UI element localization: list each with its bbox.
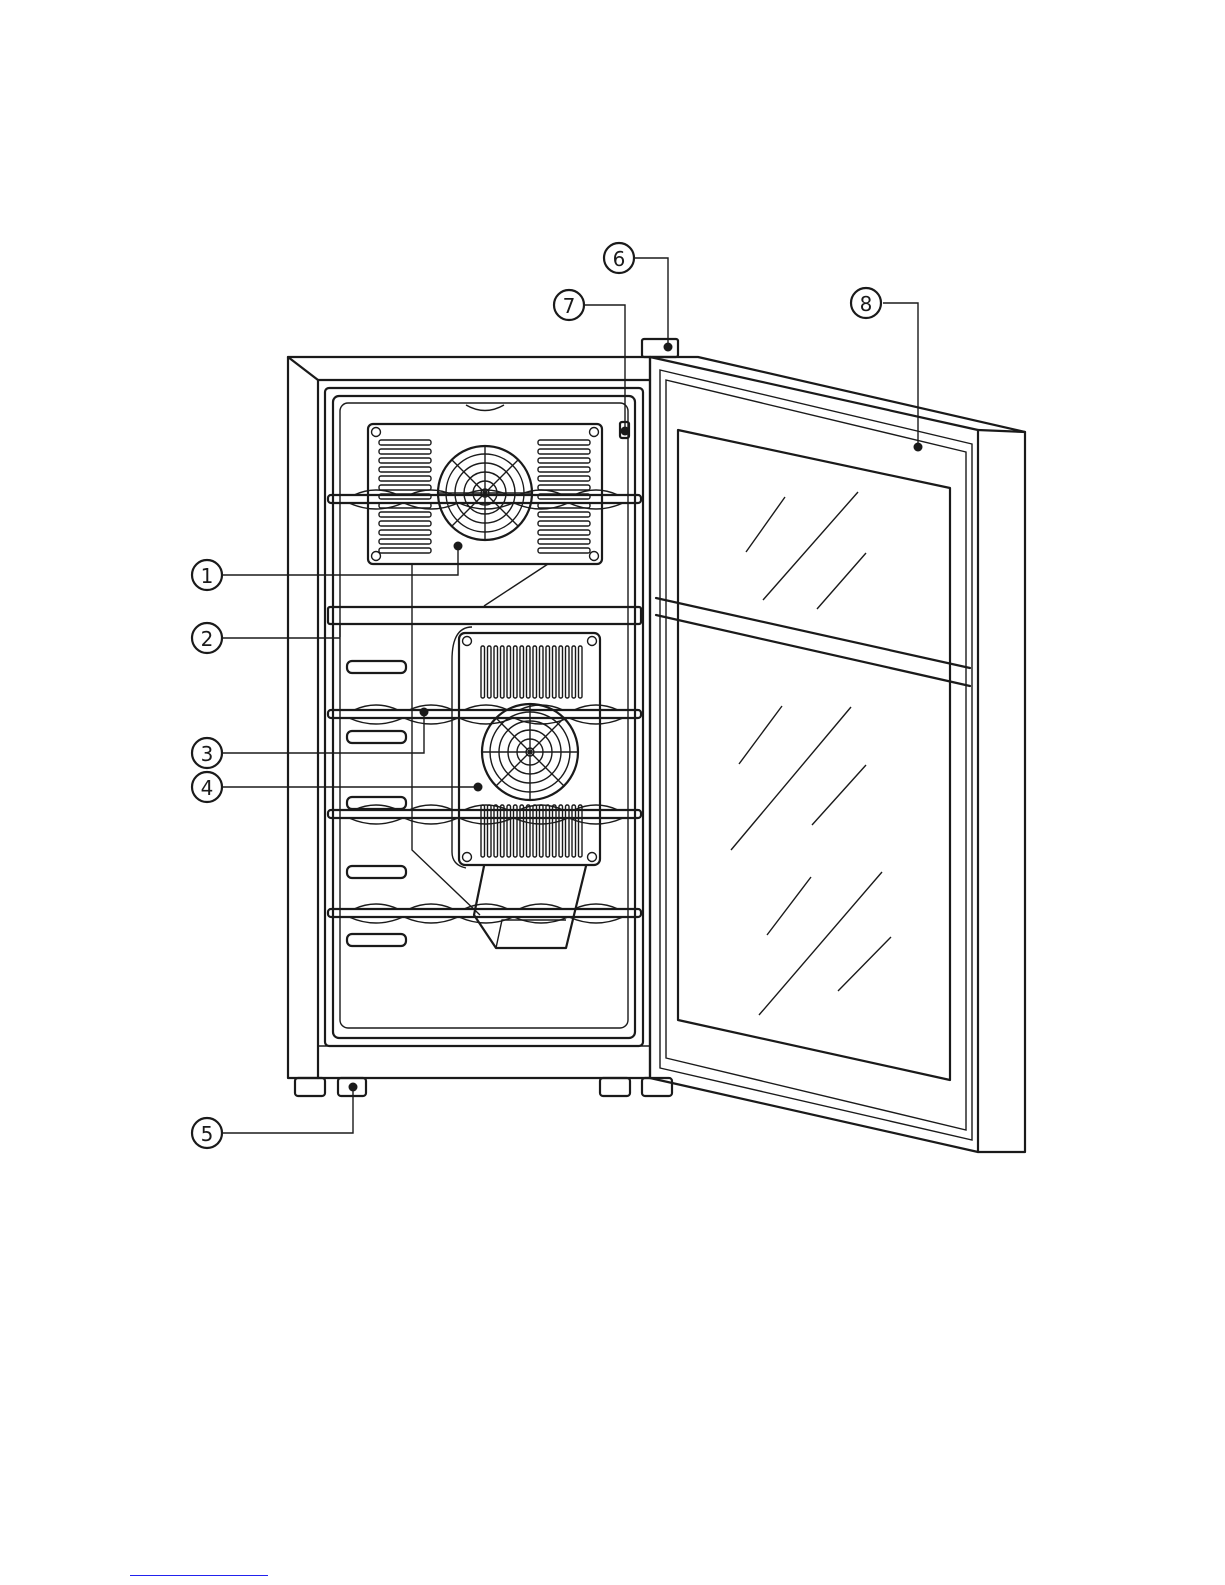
- wire-shelf: [328, 710, 641, 718]
- vent-slot: [379, 521, 431, 526]
- vent-slot: [540, 805, 544, 857]
- vent-slot: [379, 449, 431, 454]
- vent-slot: [379, 467, 431, 472]
- vent-slot: [538, 548, 590, 553]
- vent-slot: [379, 530, 431, 535]
- vent-slot: [379, 458, 431, 463]
- callout-6: 6: [604, 243, 634, 273]
- vent-slot: [488, 646, 492, 698]
- vent-slot: [514, 805, 518, 857]
- callout-4-label: 4: [201, 776, 214, 800]
- vent-slot: [538, 539, 590, 544]
- vent-slot: [538, 449, 590, 454]
- vent-slot: [520, 646, 524, 698]
- callout-2-label: 2: [201, 627, 214, 651]
- upper-fan-grille: [438, 446, 532, 540]
- door-hinge: [642, 339, 678, 357]
- callout-4: 4: [192, 772, 222, 802]
- wire-shelf: [328, 909, 641, 917]
- vent-slot: [546, 646, 550, 698]
- callout-8-label: 8: [860, 292, 873, 316]
- footer-link-underline[interactable]: [130, 1575, 268, 1576]
- side-rails: [347, 661, 406, 946]
- vent-slot: [538, 476, 590, 481]
- vent-slot: [572, 646, 576, 698]
- vent-slot: [553, 805, 557, 857]
- vent-slot: [501, 805, 505, 857]
- callout-7-label: 7: [563, 294, 576, 318]
- vent-slot: [379, 512, 431, 517]
- vent-slot: [507, 646, 511, 698]
- callout-2: 2: [192, 623, 222, 653]
- vent-slot: [379, 485, 431, 490]
- vent-slot: [507, 805, 511, 857]
- callout-5-label: 5: [201, 1122, 214, 1146]
- callout-1: 1: [192, 560, 222, 590]
- vent-slot: [379, 476, 431, 481]
- vent-slot: [488, 805, 492, 857]
- vent-slot: [538, 467, 590, 472]
- callout-5: 5: [192, 1118, 222, 1148]
- vent-slot: [546, 805, 550, 857]
- vent-slot: [538, 440, 590, 445]
- callout-7: 7: [554, 290, 584, 320]
- vent-slot: [533, 805, 537, 857]
- glass-door: [650, 357, 1025, 1152]
- vent-slot: [566, 646, 570, 698]
- vent-slot: [514, 646, 518, 698]
- callout-8: 8: [851, 288, 881, 318]
- vent-slot: [379, 548, 431, 553]
- vent-slot: [559, 646, 563, 698]
- callout-3-label: 3: [201, 742, 214, 766]
- upper-vents-right: [538, 440, 590, 553]
- vent-slot: [538, 530, 590, 535]
- vent-slot: [579, 805, 583, 857]
- vent-slot: [481, 646, 485, 698]
- callout-3: 3: [192, 738, 222, 768]
- vent-slot: [501, 646, 505, 698]
- callout-1-label: 1: [201, 564, 214, 588]
- vent-slot: [520, 805, 524, 857]
- callout-6-label: 6: [613, 247, 626, 271]
- vent-slot: [553, 646, 557, 698]
- vent-slot: [533, 646, 537, 698]
- lower-vents-top: [481, 646, 582, 698]
- vent-slot: [379, 440, 431, 445]
- vent-slot: [579, 646, 583, 698]
- lower-vents-bottom: [481, 805, 582, 857]
- wire-shelves: [328, 490, 641, 923]
- vent-slot: [540, 646, 544, 698]
- vent-slot: [538, 485, 590, 490]
- vent-slot: [538, 458, 590, 463]
- vent-slot: [559, 805, 563, 857]
- vent-slot: [494, 646, 498, 698]
- vent-slot: [572, 805, 576, 857]
- vent-slot: [527, 646, 531, 698]
- vent-slot: [481, 805, 485, 857]
- upper-vents-left: [379, 440, 431, 553]
- vent-slot: [538, 521, 590, 526]
- vent-slot: [538, 512, 590, 517]
- vent-slot: [379, 539, 431, 544]
- vent-slot: [494, 805, 498, 857]
- vent-slot: [527, 805, 531, 857]
- vent-slot: [566, 805, 570, 857]
